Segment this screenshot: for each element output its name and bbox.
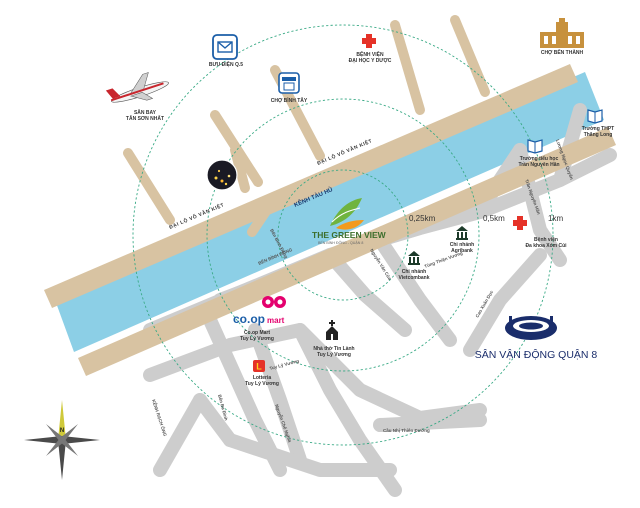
bank-icon <box>456 226 468 240</box>
hospital-ydu-label-line1: BỆNH VIỆN <box>356 50 384 58</box>
book-icon <box>527 139 543 154</box>
post-office-label: BƯU ĐIỆN Q.5 <box>209 60 243 68</box>
stadium-label: SÂN VẬN ĐỘNG QUẬN 8 <box>475 348 598 361</box>
hospital-cross-icon <box>362 34 376 48</box>
road-ben-binh-dong-beige <box>78 127 616 376</box>
road-label-tuy-ly-vuong: Tuy Lý Vương <box>269 358 300 371</box>
road-label-rach-ong: KÊNH RẠCH ÔNG <box>151 398 170 437</box>
airport-label-line2: TÂN SƠN NHẤT <box>126 115 164 122</box>
project-name: THE GREEN VIEW <box>312 230 387 240</box>
distance-outer-label: 1km <box>548 214 563 223</box>
church-label-line2: Tuy Lý Vương <box>317 352 351 358</box>
agribank-label-line2: Agribank <box>451 248 473 254</box>
hospital-ydu-poi[interactable]: BỆNH VIỆN ĐẠI HỌC Y DƯỢC <box>349 34 392 64</box>
hospital-xomcui-label-line2: Đa khoa Xóm Củi <box>525 243 567 249</box>
airport-poi[interactable]: SÂN BAY TÂN SƠN NHẤT <box>105 68 172 122</box>
agribank-poi[interactable]: Chi nhánh Agribank <box>450 226 474 254</box>
stadium-poi[interactable]: SÂN VẬN ĐỘNG QUẬN 8 <box>475 316 598 361</box>
river-kenh-tau-hu <box>55 72 604 352</box>
lotteria-icon: L <box>253 360 265 372</box>
shop-icon <box>278 72 300 94</box>
cho-binh-tay-poi[interactable]: CHỢ BÌNH TÂY <box>271 72 308 104</box>
hospital-xomcui-poi[interactable]: Bệnh viện Đa khoa Xóm Củi <box>513 216 567 249</box>
church-icon <box>326 320 338 340</box>
coop-label-line1: Co.op Mart <box>244 330 270 336</box>
school-tieuhoc-label-line2: Trần Nguyên Hãn <box>518 162 559 168</box>
stadium-icon <box>505 316 557 340</box>
cho-ben-thanh-poi[interactable]: CHỢ BẾN THÀNH <box>540 18 584 56</box>
svg-text:L: L <box>256 362 262 372</box>
vietcombank-poi[interactable]: Chi nhánh Vietcombank <box>398 251 430 281</box>
market-building-icon <box>540 18 584 48</box>
school-tieuhoc-label-line1: Trường tiểu học <box>520 155 559 162</box>
road-label-cau-nhi-thien-duong: Cầu Nhị Thiên Đường <box>383 428 430 433</box>
coop-brand-prefix: co.op <box>233 312 265 326</box>
ring-0-5km <box>206 98 480 372</box>
hospital-cross-icon <box>513 216 527 230</box>
project-logo[interactable]: THE GREEN VIEW BẾN BÌNH ĐÔNG - QUẬN 8 <box>312 198 387 245</box>
lotteria-poi[interactable]: L Lotteria Tuy Lý Vương <box>245 360 279 387</box>
distance-rings <box>132 24 554 446</box>
distance-inner-label: 0,25km <box>409 214 436 223</box>
leaf-logo-icon <box>330 198 364 230</box>
coop-label-line2: Tuy Lý Vương <box>240 336 274 342</box>
plane-icon <box>105 72 169 103</box>
mail-icon <box>212 34 238 60</box>
book-icon <box>587 109 603 124</box>
cho-binh-tay-label: CHỢ BÌNH TÂY <box>271 96 308 104</box>
vietcombank-label-line2: Vietcombank <box>398 275 429 281</box>
airport-label-line1: SÂN BAY <box>134 109 157 116</box>
church-label-line1: Nhà thờ Tin Lành <box>313 346 354 352</box>
school-tieuhoc-poi[interactable]: Trường tiểu học Trần Nguyên Hãn <box>518 139 560 168</box>
vietcombank-label-line1: Chi nhánh <box>402 269 426 275</box>
coop-poi[interactable]: co.op mart Co.op Mart Tuy Lý Vương <box>233 296 286 342</box>
compass-icon: N <box>24 400 100 480</box>
church-poi[interactable]: Nhà thờ Tin Lành Tuy Lý Vương <box>313 320 355 358</box>
lotteria-label-line1: Lotteria <box>253 375 272 381</box>
ring-0-25km <box>277 169 409 301</box>
cho-ben-thanh-label: CHỢ BẾN THÀNH <box>541 49 584 56</box>
lotteria-label-line2: Tuy Lý Vương <box>245 381 279 387</box>
school-thpt-label-line1: Trường THPT <box>582 126 614 132</box>
project-address: BẾN BÌNH ĐÔNG - QUẬN 8 <box>318 240 363 245</box>
school-thpt-poi[interactable]: Trường THPT Thăng Long <box>582 109 614 138</box>
agribank-label-line1: Chi nhánh <box>450 242 474 248</box>
night-city-photo <box>206 159 238 191</box>
ring-1km <box>132 24 554 446</box>
bank-icon <box>408 251 420 265</box>
road-vo-van-kiet <box>44 64 578 308</box>
hospital-xomcui-label-line1: Bệnh viện <box>534 237 558 243</box>
school-thpt-label-line2: Thăng Long <box>584 132 613 138</box>
compass-north-label: N <box>60 428 64 434</box>
post-office-poi[interactable]: BƯU ĐIỆN Q.5 <box>209 34 243 68</box>
distance-middle-label: 0,5km <box>483 214 505 223</box>
coop-brand-suffix: mart <box>267 316 285 325</box>
hospital-ydu-label-line2: ĐẠI HỌC Y DƯỢC <box>349 58 392 64</box>
coop-logo-icon <box>262 296 286 308</box>
